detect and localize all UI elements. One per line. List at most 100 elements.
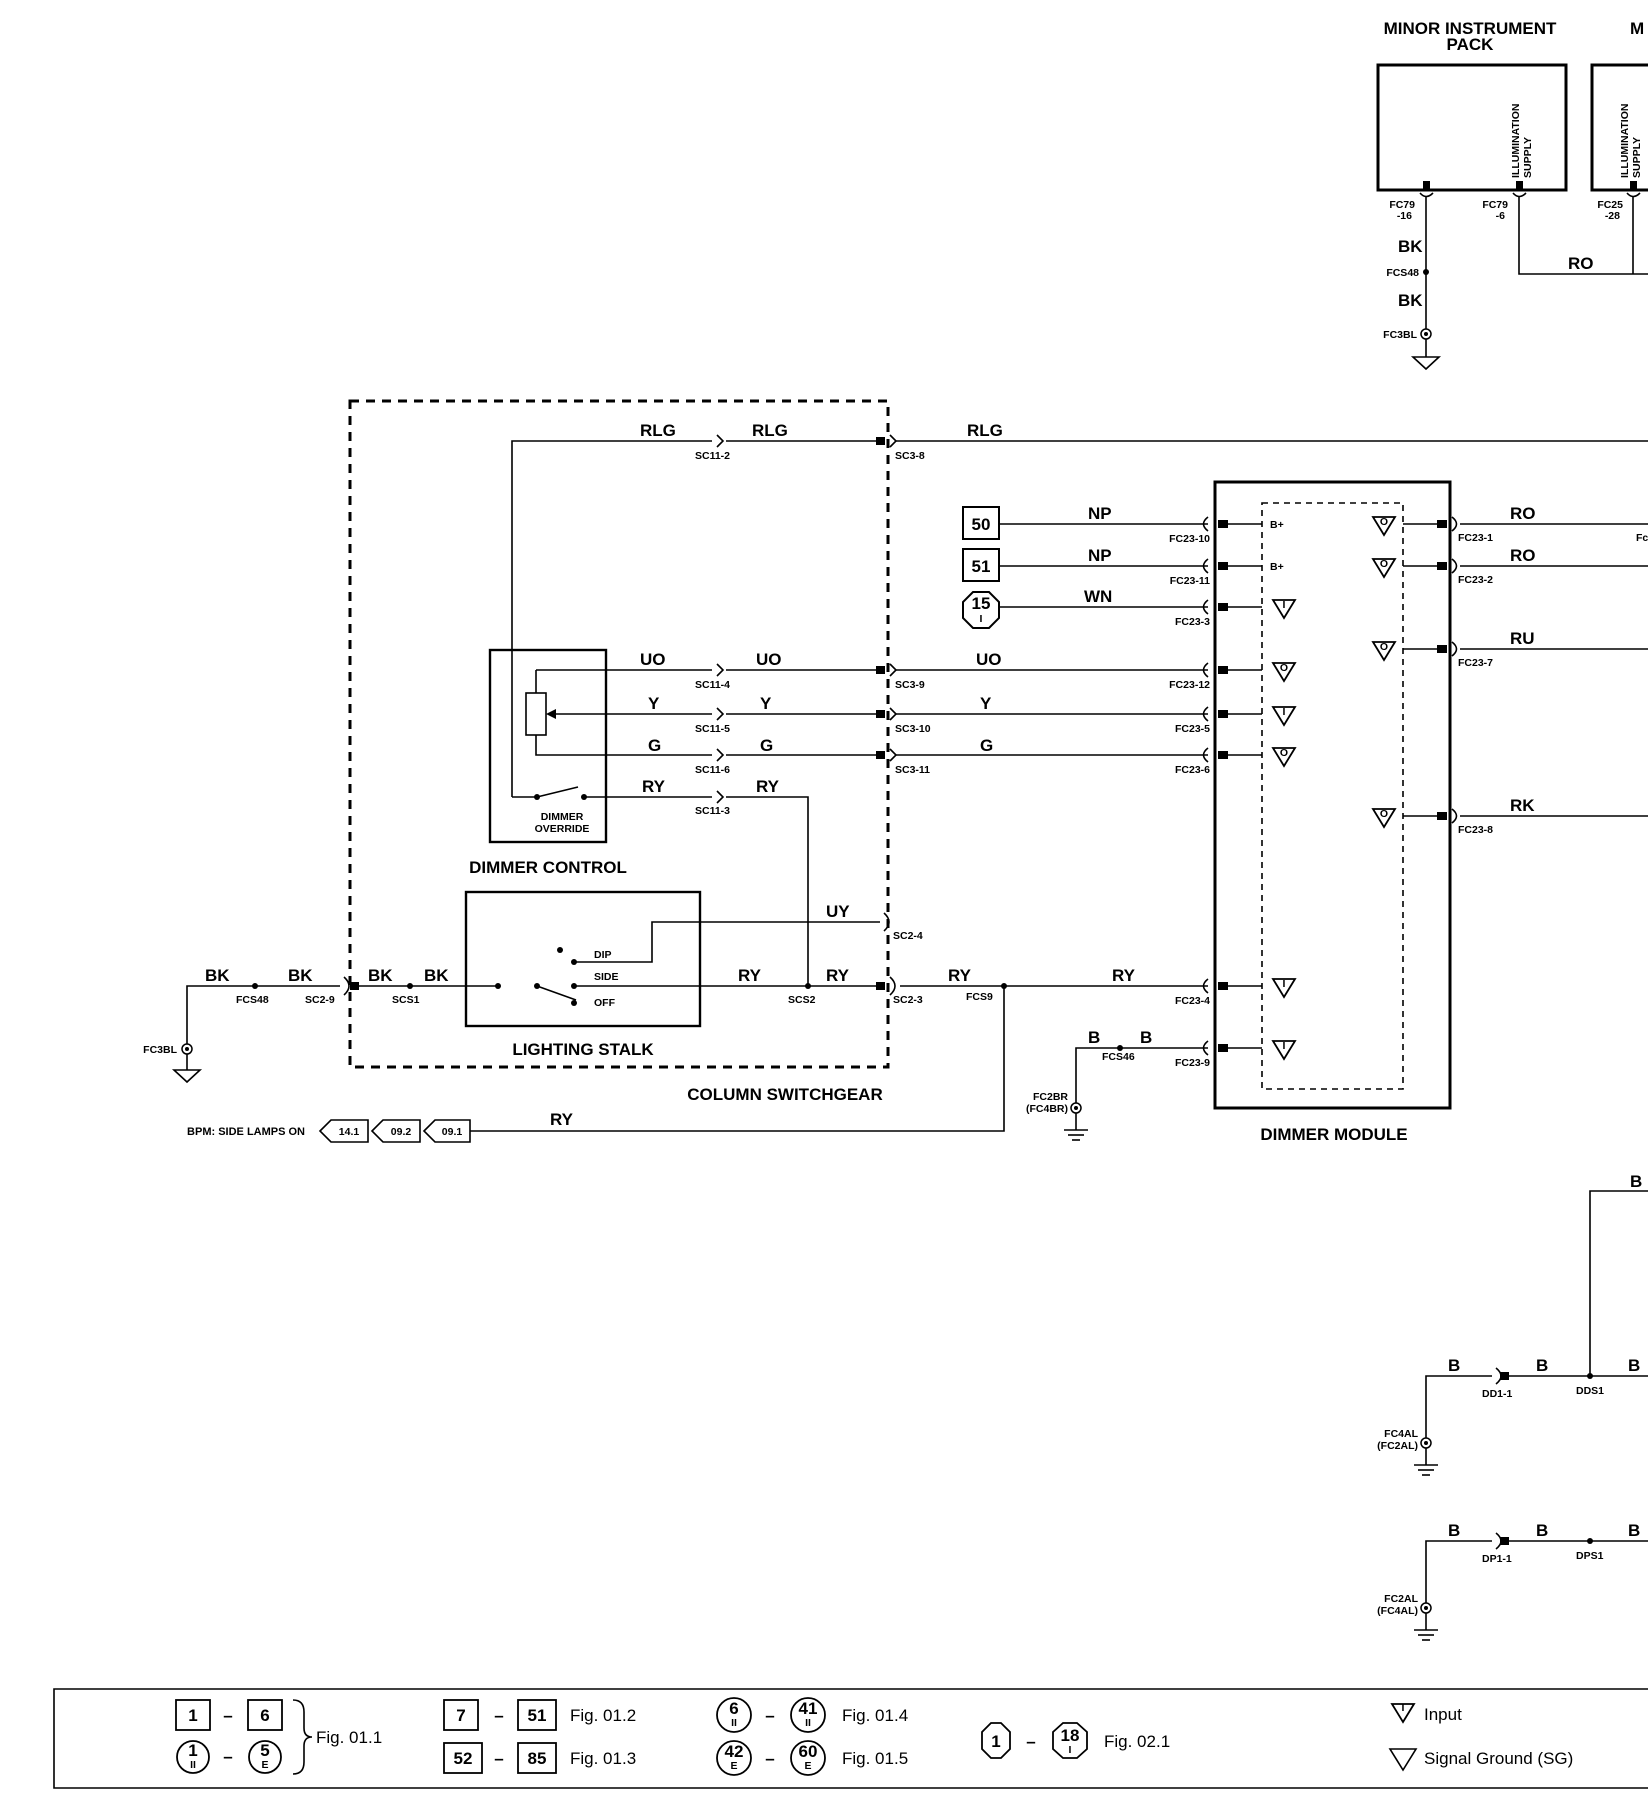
conn-fc79-6b: -6 — [1496, 210, 1505, 222]
conn-fc23-4: FC23-4 — [1175, 995, 1210, 1007]
legend-circle-5-sub: E — [261, 1759, 268, 1771]
wire-y-label-3: Y — [980, 694, 992, 713]
conn-sc3-11: SC3-11 — [895, 764, 930, 776]
conn-dp1-1: DP1-1 — [1482, 1553, 1512, 1565]
stalk-off: OFF — [594, 997, 616, 1009]
legend-circle-6: 6 — [729, 1699, 738, 1718]
wire-b-label-3: B — [1630, 1172, 1642, 1191]
legend-fig-021: Fig. 02.1 — [1104, 1732, 1170, 1751]
ref-51: 51 — [972, 557, 991, 576]
legend-box-1: 1 — [188, 1706, 197, 1725]
conn-dds1: DDS1 — [1576, 1385, 1604, 1397]
wire-b-label-7: B — [1448, 1521, 1460, 1540]
wire-ro-label-1: RO — [1510, 504, 1536, 523]
wire-rk-label: RK — [1510, 796, 1535, 815]
bpm-ref-1: 14.1 — [339, 1126, 360, 1138]
dimmer-control: DIMMER CONTROL DIMMER OVERRIDE — [469, 648, 627, 877]
sym-out-2: O — [1280, 747, 1288, 759]
dimmer-control-box — [488, 648, 608, 844]
wire-bk-label-4: BK — [424, 966, 449, 985]
legend-dash-3: – — [494, 1706, 503, 1725]
conn-fc23-10: FC23-10 — [1169, 533, 1210, 545]
conn-dps1: DPS1 — [1576, 1550, 1604, 1562]
minor-pack-title-2: PACK — [1447, 35, 1495, 54]
conn-fc2al-paren: (FC2AL) — [1377, 1440, 1418, 1452]
conn-fc-clipped: Fc — [1636, 532, 1648, 544]
conn-fcs48-left: FCS48 — [236, 994, 269, 1006]
conn-sc11-2: SC11-2 — [695, 450, 730, 462]
wire-b-label-4: B — [1448, 1356, 1460, 1375]
legend-dash-4: – — [494, 1749, 503, 1768]
minor-pack-box — [1376, 63, 1568, 192]
sym-out-1: O — [1280, 662, 1288, 674]
conn-sc3-10: SC3-10 — [895, 723, 931, 735]
wire-b-label-2: B — [1140, 1028, 1152, 1047]
illum-supply-1b: SUPPLY — [1522, 137, 1534, 178]
legend-circle-42: 42 — [725, 1742, 744, 1761]
dimmer-control-title: DIMMER CONTROL — [469, 858, 627, 877]
wire-g-label-2: G — [760, 736, 773, 755]
legend-dash-6: – — [765, 1749, 774, 1768]
wire-ry-label-ovr-2: RY — [756, 777, 780, 796]
ref-50: 50 — [972, 515, 991, 534]
legend-fig-013: Fig. 01.3 — [570, 1749, 636, 1768]
legend-circle-60-sub: E — [804, 1760, 811, 1772]
wire-b-label-8: B — [1536, 1521, 1548, 1540]
wire-uo-label-3: UO — [976, 650, 1002, 669]
sym-out-r2: O — [1380, 558, 1388, 570]
conn-fc79-16a: FC79 — [1389, 199, 1415, 211]
legend-dash-2: – — [223, 1747, 232, 1766]
legend-oct-18: 18 — [1061, 1726, 1080, 1745]
wire-uy: UY SC2-4 — [808, 902, 923, 942]
minor-instrument-pack: MINOR INSTRUMENT PACK M ILLUMINATION SUP… — [1376, 19, 1648, 370]
legend-box-85: 85 — [528, 1749, 547, 1768]
conn-fc4br: (FC4BR) — [1026, 1103, 1068, 1115]
conn-sc11-6: SC11-6 — [695, 764, 730, 776]
wire-bk-left: BK BK BK BK FCS48 SC2-9 SCS1 FC3BL — [143, 966, 498, 1083]
module-bplus-1: B+ — [1270, 519, 1284, 531]
conn-fc23-12: FC23-12 — [1169, 679, 1210, 691]
wire-ro-label-2: RO — [1510, 546, 1536, 565]
conn-dd1-1: DD1-1 — [1482, 1388, 1513, 1400]
bpm-side-lamps: BPM: SIDE LAMPS ON 14.1 09.2 09.1 — [187, 1119, 471, 1143]
conn-sc2-9: SC2-9 — [305, 994, 335, 1006]
conn-fc23-1: FC23-1 — [1458, 532, 1493, 544]
conn-fc23-9: FC23-9 — [1175, 1057, 1210, 1069]
conn-fc23-5: FC23-5 — [1175, 723, 1210, 735]
sym-out-r1: O — [1380, 516, 1388, 528]
dimmer-control-wires: UO UO UO SC11-4 SC3-9 Y Y Y SC11-5 SC3-1… — [606, 650, 1208, 986]
illum-supply-2a: ILLUMINATION — [1619, 104, 1631, 178]
conn-fc2al: FC2AL — [1384, 1593, 1418, 1605]
column-switchgear-box — [348, 399, 890, 1069]
dimmer-override-2: OVERRIDE — [535, 823, 590, 835]
conn-fc23-8: FC23-8 — [1458, 824, 1493, 836]
conn-fc23-3: FC23-3 — [1175, 616, 1210, 628]
stalk-dip: DIP — [594, 949, 612, 961]
conn-fcs46: FCS46 — [1102, 1051, 1135, 1063]
legend-circle-41: 41 — [799, 1699, 818, 1718]
wire-ry-label-2: RY — [826, 966, 850, 985]
conn-fc3bl-pack: FC3BL — [1383, 329, 1417, 341]
bpm-label: BPM: SIDE LAMPS ON — [187, 1126, 305, 1138]
legend-fig-014: Fig. 01.4 — [842, 1706, 908, 1725]
conn-fc23-6: FC23-6 — [1175, 764, 1210, 776]
dimmer-module-box — [1213, 480, 1452, 1110]
ref-15: 15 — [972, 594, 991, 613]
legend-fig-015: Fig. 01.5 — [842, 1749, 908, 1768]
conn-fc4al: FC4AL — [1384, 1428, 1418, 1440]
conn-fc4al-paren: (FC4AL) — [1377, 1605, 1418, 1617]
conn-sc11-5: SC11-5 — [695, 723, 730, 735]
conn-fc23-11: FC23-11 — [1170, 575, 1210, 587]
conn-scs1: SCS1 — [392, 994, 420, 1006]
lighting-stalk-box — [464, 890, 702, 1028]
wire-bk-label-3: BK — [368, 966, 393, 985]
module-right-pins — [1403, 516, 1648, 824]
legend-dash-7: – — [1026, 1732, 1035, 1751]
wire-rlg-label-3: RLG — [967, 421, 1003, 440]
potentiometer — [525, 692, 547, 736]
wire-bk-label-1: BK — [205, 966, 230, 985]
wire-uo-label-2: UO — [756, 650, 782, 669]
wire-rlg-label-2: RLG — [752, 421, 788, 440]
input-refs: 50 NP 51 NP 15 I WN — [962, 504, 1208, 629]
